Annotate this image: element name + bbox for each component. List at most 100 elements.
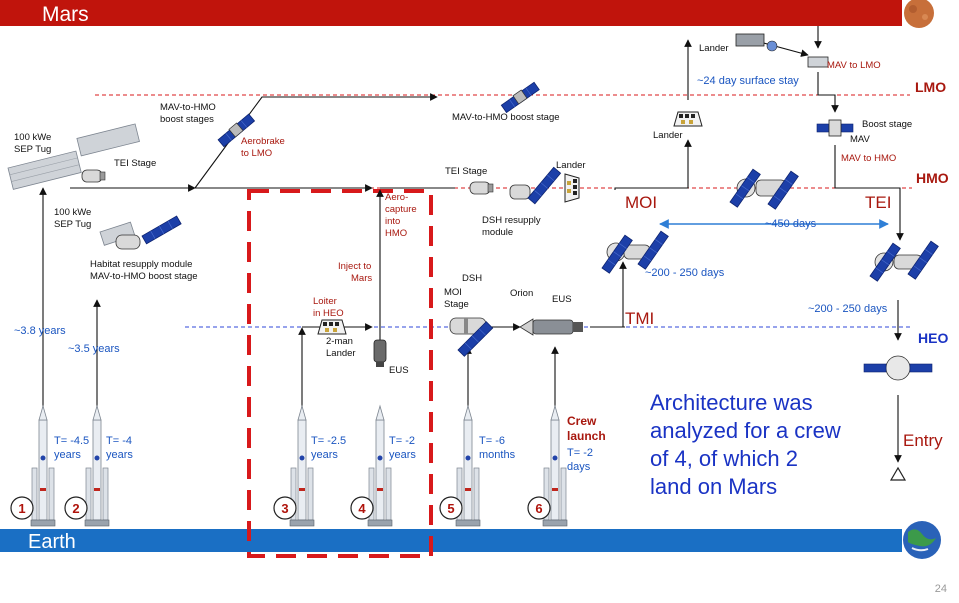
tei-stage-left-icon	[81, 169, 106, 183]
hmo-craft-icon	[729, 168, 799, 210]
sep-tug-top-label-2: SEP Tug	[14, 144, 51, 155]
habitat-label-2: MAV-to-HMO boost stage	[90, 271, 198, 282]
launch-6-time: T= -2	[567, 447, 593, 459]
days-200-b-label: ~200 - 250 days	[808, 303, 888, 315]
aerocapture-label-2: capture	[385, 204, 417, 215]
launch-5-number: 5	[447, 501, 454, 516]
launch-4-time: T= -2	[389, 435, 415, 447]
mav-lmo-icon	[807, 56, 829, 68]
eus-small-icon	[373, 339, 387, 367]
aerocapture-label-4: HMO	[385, 228, 407, 239]
tei-stage-left-label: TEI Stage	[114, 158, 156, 169]
eus-small-label: EUS	[389, 365, 409, 376]
loiter-label-1: Loiter	[313, 296, 337, 307]
launch-2-number: 2	[72, 501, 79, 516]
architecture-line-3: of 4, of which 2	[650, 446, 798, 471]
moi-label: MOI	[625, 193, 657, 212]
orion-eus-icon	[519, 318, 583, 336]
boost-stage-label: Boost stage	[862, 119, 912, 130]
lander-mid-label: Lander	[556, 160, 586, 171]
crew-launch-label-1: Crew	[567, 414, 597, 428]
sep-tug-top-label-1: 100 kWe	[14, 132, 51, 143]
rocket-1-icon	[30, 405, 56, 527]
sep-tug-top-icon	[7, 123, 140, 190]
entry-craft-icon	[863, 355, 933, 381]
eus-mid-label: EUS	[552, 294, 572, 305]
mav-boost-stages-label-2: boost stages	[160, 114, 214, 125]
lander-surface-icon	[735, 33, 778, 52]
sep-tug-bottom-label-1: 100 kWe	[54, 207, 91, 218]
moi-stage-label-1: MOI	[444, 287, 462, 298]
aerobrake-label-2: to LMO	[241, 148, 272, 159]
launch-1-number: 1	[18, 501, 25, 516]
lander-hmo-icon	[564, 173, 580, 203]
launch-5-time: T= -6	[479, 435, 505, 447]
two-man-lander-label-1: 2-man	[326, 336, 353, 347]
mav-to-lmo-label: MAV to LMO	[827, 60, 881, 71]
rocket-2-icon	[84, 405, 110, 527]
launch-2-time: T= -4	[106, 435, 132, 447]
launch-5-unit: months	[479, 449, 516, 461]
tmi-craft-icon	[601, 230, 669, 274]
launch-4-number: 4	[358, 501, 366, 516]
days-450-label: ~450 days	[765, 218, 817, 230]
dsh-label: DSH	[462, 273, 482, 284]
tei-return-craft-icon	[869, 240, 939, 282]
launch-1-unit: years	[54, 449, 81, 461]
habitat-module-icon	[115, 215, 182, 250]
mars-bar	[0, 0, 902, 26]
lander-lmo-icon	[673, 111, 703, 127]
orion-label: Orion	[510, 288, 533, 299]
mav-boost-stage-top-label: MAV-to-HMO boost stage	[452, 112, 560, 123]
mav-boost-icon	[816, 119, 854, 137]
architecture-note: Architecture was analyzed for a crew of …	[650, 389, 900, 501]
launch-3-time: T= -2.5	[311, 435, 346, 447]
inject-label-1: Inject to	[338, 261, 371, 272]
habitat-label-1: Habitat resupply module	[90, 259, 192, 270]
sep-tug-bottom-label-2: SEP Tug	[54, 219, 91, 230]
tmi-label: TMI	[625, 309, 654, 328]
years-3-8-label: ~3.8 years	[14, 325, 66, 337]
dsh-resupply-label-2: module	[482, 227, 513, 238]
launch-3-number: 3	[281, 501, 288, 516]
architecture-line-4: land on Mars	[650, 474, 778, 499]
hmo-label: HMO	[916, 170, 949, 186]
aerocapture-label-3: into	[385, 216, 400, 227]
entry-capsule-icon	[889, 466, 907, 481]
architecture-line-2: analyzed for a crew	[650, 418, 841, 443]
launch-2-unit: years	[106, 449, 133, 461]
launch-1-time: T= -4.5	[54, 435, 89, 447]
launch-6-unit: days	[567, 461, 591, 473]
mav-boost-stages-label-1: MAV-to-HMO	[160, 102, 216, 113]
moi-stage-label-2: Stage	[444, 299, 469, 310]
launch-6-number: 6	[535, 501, 542, 516]
tei-stage-mid-label: TEI Stage	[445, 166, 487, 177]
surface-stay-label: ~24 day surface stay	[697, 75, 799, 87]
lander-lmo-label: Lander	[653, 130, 683, 141]
lmo-label: LMO	[915, 79, 946, 95]
loiter-label-2: in HEO	[313, 308, 344, 319]
mav-label: MAV	[850, 134, 871, 145]
aerocapture-label-1: Aero-	[385, 192, 408, 203]
mars-label: Mars	[42, 3, 89, 26]
dsh-moi-stage-icon	[449, 317, 494, 357]
architecture-line-1: Architecture was	[650, 390, 813, 415]
boost-stage-top-icon	[500, 81, 540, 113]
days-200-a-label: ~200 - 250 days	[645, 267, 725, 279]
aerobrake-craft-icon	[217, 113, 255, 148]
lander-top-label: Lander	[699, 43, 729, 54]
launch-3-unit: years	[311, 449, 338, 461]
earth-label: Earth	[28, 531, 76, 553]
two-man-lander-label-2: Lander	[326, 348, 356, 359]
years-3-5-label: ~3.5 years	[68, 343, 120, 355]
inject-label-2: Mars	[351, 273, 372, 284]
earth-bar	[0, 529, 902, 552]
dsh-resupply-label-1: DSH resupply	[482, 215, 541, 226]
dsh-resupply-icon	[509, 166, 562, 205]
tei-stage-mid-icon	[469, 181, 494, 195]
aerobrake-label-1: Aerobrake	[241, 136, 285, 147]
heo-label: HEO	[918, 330, 948, 346]
mav-to-hmo-label: MAV to HMO	[841, 153, 896, 164]
